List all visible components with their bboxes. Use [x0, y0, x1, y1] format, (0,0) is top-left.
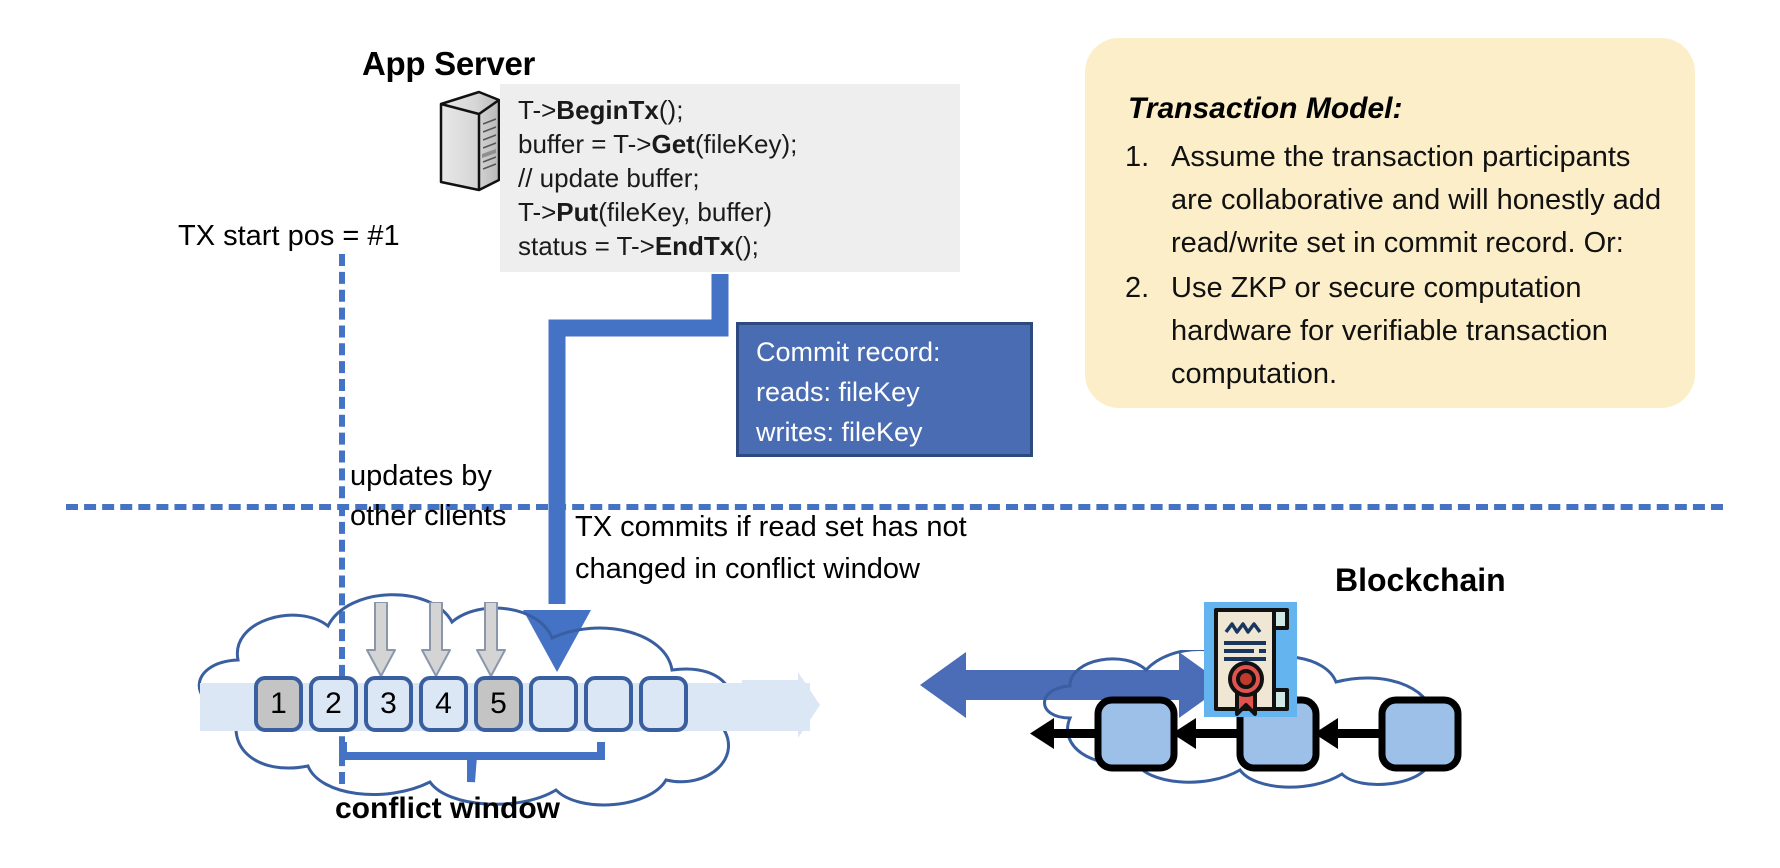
tx-start-position-line — [339, 254, 345, 784]
app-server-title: App Server — [362, 45, 536, 82]
ledger-block-label: 2 — [325, 687, 342, 720]
ledger-block-label: 5 — [490, 687, 507, 720]
code-text: (fileKey, buffer) — [598, 197, 773, 227]
ledger-block[interactable]: 1 — [254, 676, 303, 732]
code-keyword: EndTx — [654, 231, 735, 261]
code-line: T->Put(fileKey, buffer) — [518, 195, 797, 229]
ledger-block[interactable]: 3 — [364, 676, 413, 732]
transaction-model-list: 1. Assume the transaction participants a… — [1125, 136, 1670, 398]
other-client-update-arrow — [366, 601, 396, 678]
trust-boundary-divider — [66, 504, 1723, 510]
blockchain-chain — [1030, 640, 1470, 780]
ledger-block[interactable] — [584, 676, 633, 732]
code-line: buffer = T->Get(fileKey); — [518, 127, 797, 161]
transaction-model-callout: Transaction Model: 1. Assume the transac… — [1085, 38, 1695, 408]
list-item-number: 2. — [1125, 272, 1150, 304]
code-snippet-lines: T->BeginTx(); buffer = T->Get(fileKey); … — [518, 93, 797, 263]
code-line: // update buffer; — [518, 161, 797, 195]
other-client-update-arrow — [476, 601, 506, 678]
ledger-block[interactable] — [529, 676, 578, 732]
code-text: // update buffer; — [518, 163, 700, 193]
ledger-block-label: 1 — [270, 687, 287, 720]
commit-condition-line2: changed in conflict window — [575, 553, 920, 585]
certificate-icon — [1204, 602, 1297, 717]
code-text: T-> — [518, 95, 557, 125]
code-keyword: Put — [556, 197, 599, 227]
code-text: T-> — [518, 197, 557, 227]
server-tower-icon — [435, 88, 505, 194]
code-keyword: BeginTx — [556, 95, 659, 125]
code-text: (fileKey); — [694, 129, 798, 159]
list-item-text: Use ZKP or secure computation hardware f… — [1171, 272, 1608, 390]
commit-record-reads: reads: fileKey — [756, 377, 920, 407]
code-text: (); — [734, 231, 759, 261]
ledger-block-label: 4 — [435, 687, 452, 720]
conflict-window-label: conflict window — [335, 792, 560, 825]
list-item: 2. Use ZKP or secure computation hardwar… — [1125, 267, 1670, 396]
commit-record-title: Commit record: — [756, 337, 941, 367]
code-text: status = T-> — [518, 231, 655, 261]
ledger-block-label: 3 — [380, 687, 397, 720]
code-keyword: Get — [651, 129, 695, 159]
ledger-block[interactable]: 2 — [309, 676, 358, 732]
commit-record-box: Commit record: reads: fileKey writes: fi… — [736, 322, 1033, 457]
ledger-block[interactable]: 4 — [419, 676, 468, 732]
commit-record-lines: Commit record: reads: fileKey writes: fi… — [756, 332, 941, 452]
other-client-update-arrow — [421, 601, 451, 678]
list-item: 1. Assume the transaction participants a… — [1125, 136, 1670, 265]
ledger-continuation-arrow — [742, 672, 820, 738]
bidirectional-arrow-icon — [920, 648, 1225, 722]
code-text: (); — [658, 95, 684, 125]
blockchain-label: Blockchain — [1335, 562, 1506, 598]
ledger-cloud-outline — [180, 590, 830, 810]
other-client-updates-label: updates by other clients — [350, 456, 506, 536]
commit-condition-line1: TX commits if read set has not — [575, 511, 967, 543]
list-item-text: Assume the transaction participants are … — [1171, 141, 1662, 259]
code-snippet-box: T->BeginTx(); buffer = T->Get(fileKey); … — [500, 84, 960, 272]
tx-start-position-label: TX start pos = #1 — [178, 220, 400, 252]
code-text: buffer = T-> — [518, 129, 652, 159]
transaction-model-title: Transaction Model: — [1128, 92, 1403, 125]
commit-flow-arrow — [487, 274, 787, 699]
code-line: T->BeginTx(); — [518, 93, 797, 127]
code-line: status = T->EndTx(); — [518, 229, 797, 263]
list-item-number: 1. — [1125, 141, 1150, 173]
conflict-window-bracket — [339, 742, 609, 786]
updates-label-line1: updates by — [350, 460, 492, 492]
ledger-block[interactable]: 5 — [474, 676, 523, 732]
updates-label-line2: other clients — [350, 500, 507, 532]
commit-record-writes: writes: fileKey — [756, 417, 923, 447]
tx-commit-condition-label: TX commits if read set has not changed i… — [575, 506, 967, 590]
ledger-block[interactable] — [639, 676, 688, 732]
